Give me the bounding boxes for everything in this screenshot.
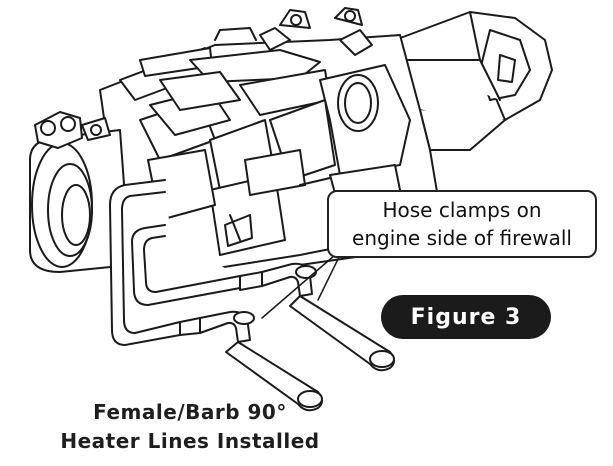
figure-caption: Female/Barb 90° Heater Lines Installed — [40, 398, 340, 456]
figure-label-badge: Figure 3 — [381, 295, 551, 339]
hose-extensions — [225, 295, 395, 412]
electrical-connectors — [34, 111, 111, 149]
callout-line-1: Hose clamps on — [382, 198, 542, 222]
callout-line-2: engine side of firewall — [352, 226, 572, 250]
figure-label-text: Figure 3 — [410, 304, 522, 330]
callout-box: Hose clamps on engine side of firewall — [327, 190, 597, 258]
heater-hoses — [109, 179, 317, 346]
caption-line-2: Heater Lines Installed — [60, 429, 320, 453]
heater-core-housing — [29, 129, 131, 273]
callout-leaders — [261, 254, 341, 319]
caption-line-1: Female/Barb 90° — [93, 400, 287, 424]
blower-housing — [394, 11, 553, 151]
